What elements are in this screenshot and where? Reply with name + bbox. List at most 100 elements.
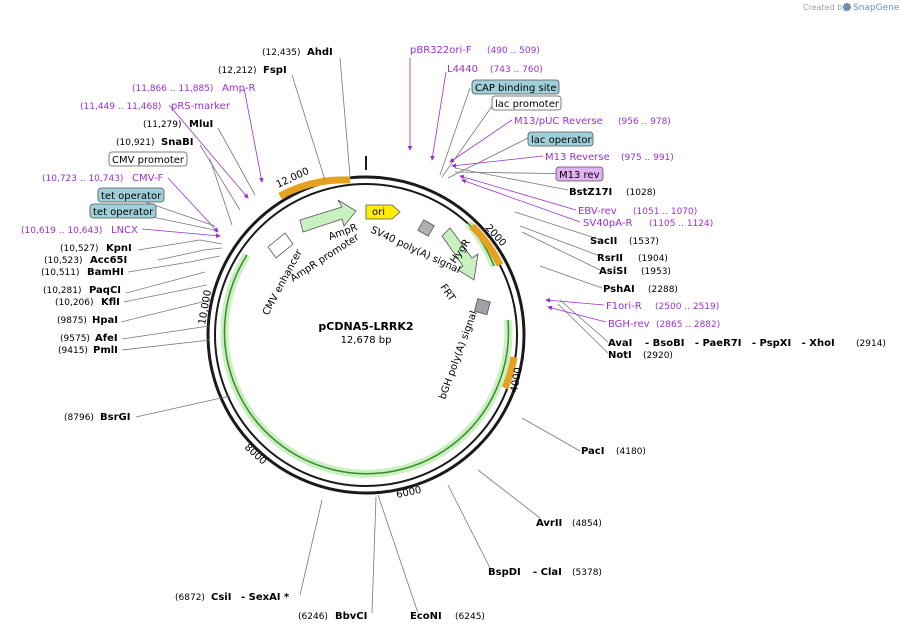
hpai-label[interactable]: HpaI [92,315,118,326]
backbone-inner-ring [214,183,518,487]
ahdi-label[interactable]: AhdI [307,47,333,58]
paqci-label[interactable]: PaqCI [89,285,121,296]
asisi-pos: (1953) [641,267,671,277]
bspdi-label[interactable]: BspDI [488,567,521,578]
credit-text: Created by [803,3,847,12]
avrii-label[interactable]: AvrII [536,518,562,529]
bgh-polya-box[interactable] [473,298,491,316]
cap-binding-site-label: CAP binding site [475,83,557,94]
lac-operator-label: lac operator [531,135,592,146]
econi-pos: (6245) [455,612,485,622]
large-feature-band [220,252,513,478]
bamhi-pos: (10,511) [41,268,80,278]
acc65i-pos: (10,523) [44,256,83,266]
noti-label[interactable]: NotI [608,350,632,361]
csii-label[interactable]: CsiI [211,592,231,603]
bgh-primer-range: (2865 .. 2882) [656,320,720,330]
pbr322-primer-range: (490 .. 509) [487,46,540,56]
bgh-primer-name[interactable]: BGH-rev [608,319,650,330]
backbone-outer-ring [206,175,526,495]
hygr-arrow[interactable] [441,227,479,281]
sexai-label[interactable]: - SexAI * [241,592,290,603]
ampr-arrow[interactable] [299,199,357,233]
ampr-primer-range: (11,866 .. 11,885) [132,84,213,94]
snabi-label[interactable]: SnaBI [161,137,193,148]
m13-rev-box[interactable] [555,166,604,182]
afei-label[interactable]: AfeI [95,333,118,344]
credit-brand: SnapGene [853,3,900,13]
ori-arrow[interactable] [365,204,401,220]
kpni-pos: (10,527) [60,244,99,254]
tick-4000: 4000 [509,367,524,394]
rsrii-label[interactable]: RsrII [597,253,623,264]
asisi-label[interactable]: AsiSI [599,266,627,277]
sv40-polya-box[interactable] [417,219,435,237]
m13puc-primer-name[interactable]: M13/pUC Reverse [514,116,603,127]
lncx-primer-range: (10,619 .. 10,643) [21,226,102,236]
fspi-label[interactable]: FspI [263,65,287,76]
paqci-pos: (10,281) [43,286,82,296]
noti-pos: (2920) [643,351,673,361]
bbvci-label[interactable]: BbvCI [335,611,367,622]
sacii-label[interactable]: SacII [590,236,617,247]
lncx-primer-name[interactable]: LNCX [111,225,138,236]
tet-operator-label-2: tet operator [93,207,154,218]
prs-primer-name[interactable]: pRS-marker [171,101,231,112]
kfli-label[interactable]: KflI [101,297,120,308]
sv40pa-primer-name[interactable]: SV40pA-R [583,218,632,229]
sacii-pos: (1537) [629,237,659,247]
frt-label: FRT [438,282,458,304]
fspi-pos: (12,212) [218,66,257,76]
mlui-label[interactable]: MluI [189,119,213,130]
bamhi-label[interactable]: BamHI [87,267,124,278]
bstz17i-pos: (1028) [626,188,656,198]
prs-primer-range: (11,449 .. 11,468) [80,102,161,112]
pshai-label[interactable]: PshAI [603,284,635,295]
econi-label[interactable]: EcoNI [410,611,442,622]
orange-arc-right [469,223,504,267]
lac-promoter-label: lac promoter [495,99,560,110]
clai-label[interactable]: - ClaI [533,567,562,578]
ori-label: ori [372,207,385,218]
snabi-pos: (10,921) [116,138,155,148]
cmv-enhancer-box[interactable] [267,232,294,259]
mlui-pos: (11,279) [143,120,182,130]
bbvci-pos: (6246) [298,612,328,622]
paci-label[interactable]: PacI [581,446,604,457]
cap-binding-site-box[interactable] [471,79,560,95]
tet-operator-box-1[interactable] [97,187,165,203]
bspdi-pos: (5378) [572,568,602,578]
tet-operator-label-1: tet operator [101,191,162,202]
m13rev-primer-name[interactable]: M13 Reverse [545,152,610,163]
bsrgi-label[interactable]: BsrGI [100,412,130,423]
cmv-promoter-box[interactable] [108,151,188,167]
ebv-primer-name[interactable]: EBV-rev [578,206,617,217]
f1ori-primer-range: (2500 .. 2519) [655,302,719,312]
pshai-pos: (2288) [648,285,678,295]
kpni-label[interactable]: KpnI [106,243,132,254]
plasmid-name: pCDNA5-LRRK2 [318,320,413,333]
bsrgi-pos: (8796) [64,413,94,423]
snapgene-logo-icon [843,3,851,11]
hpai-pos: (9875) [57,316,87,326]
paci-pos: (4180) [616,447,646,457]
lac-operator-box[interactable] [527,131,594,147]
pmli-pos: (9415) [58,346,88,356]
ahdi-pos: (12,435) [262,48,301,58]
l4440-primer-name[interactable]: L4440 [447,64,478,75]
avai-label[interactable]: AvaI [608,338,632,349]
csii-pos: (6872) [175,593,205,603]
bgh-polya-label: bGH poly(A) signal [437,310,479,401]
bstz17i-label[interactable]: BstZ17I [569,187,612,198]
pbr322-primer-name[interactable]: pBR322ori-F [410,45,472,56]
tet-operator-box-2[interactable] [89,203,157,219]
f1ori-primer-name[interactable]: F1ori-R [606,301,642,312]
lac-promoter-box[interactable] [491,95,562,111]
ampr-primer-name[interactable]: Amp-R [222,83,256,94]
cmvf-primer-name[interactable]: CMV-F [132,173,163,184]
plasmid-length: 12,678 bp [341,335,392,346]
avai-isoschizomers[interactable]: - BsoBI - PaeR7I - PspXI - XhoI [645,338,835,349]
avai-pos: (2914) [856,339,886,349]
pmli-label[interactable]: PmlI [93,345,118,356]
acc65i-label[interactable]: Acc65I [90,255,127,266]
